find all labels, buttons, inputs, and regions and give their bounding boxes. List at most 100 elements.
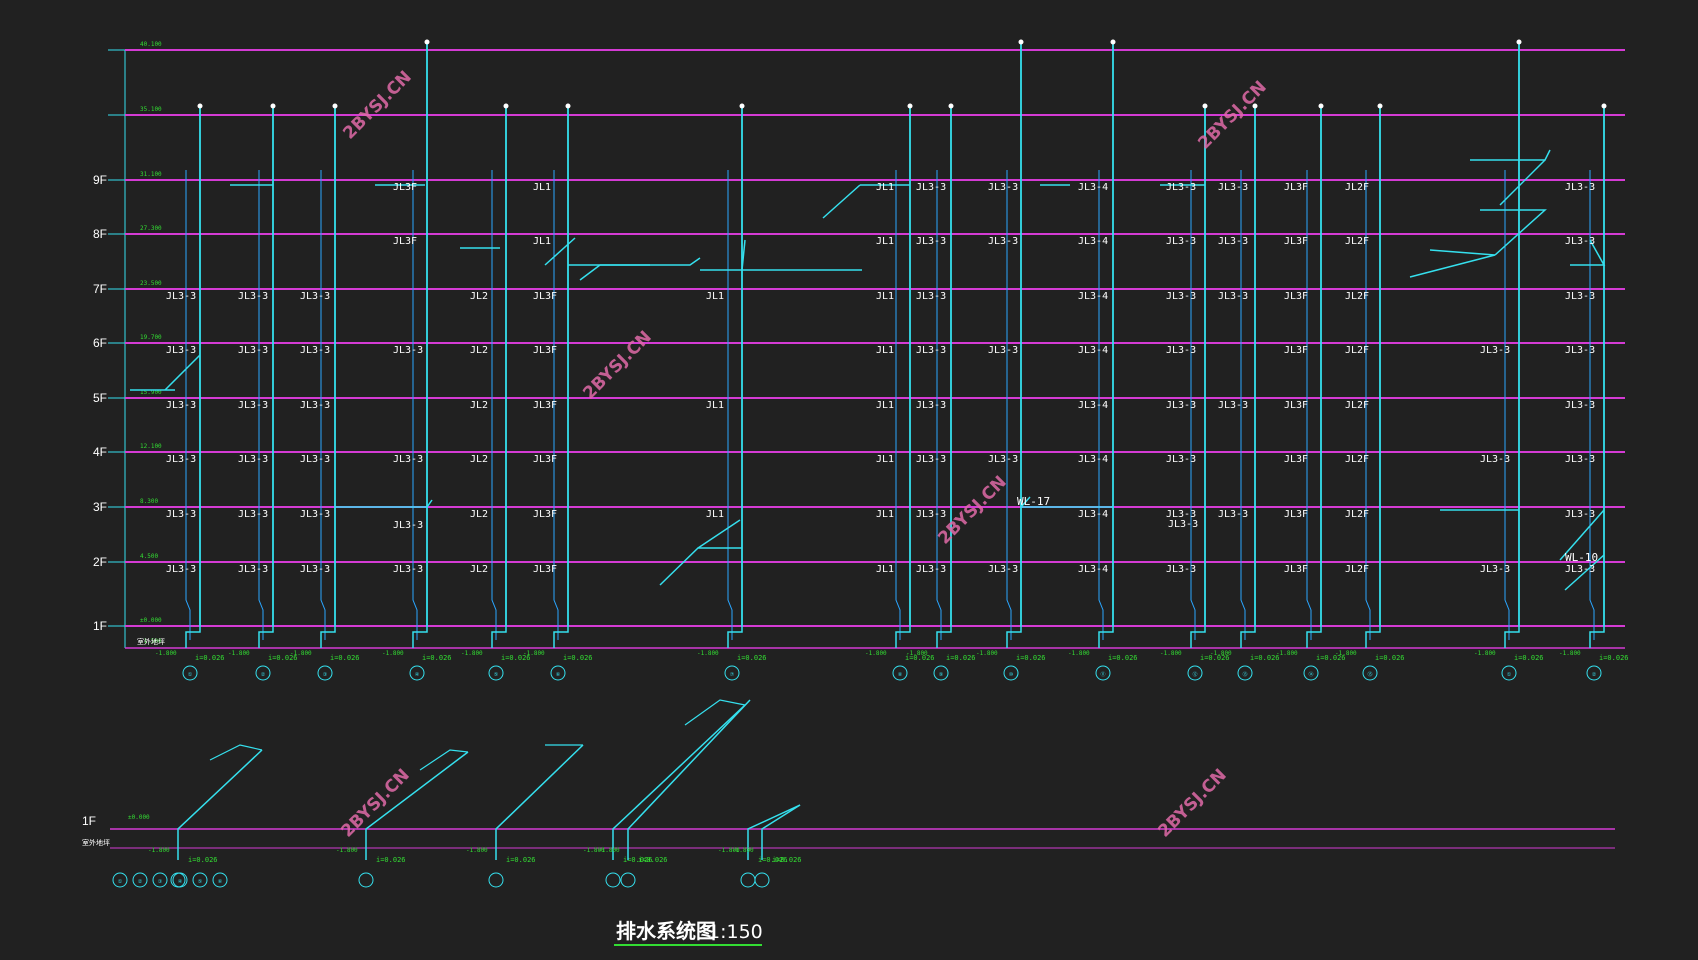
grid-marker-label: ⑭ bbox=[1308, 671, 1313, 678]
grid-marker-label: ② bbox=[261, 672, 266, 678]
riser-tag: JL3-3 bbox=[988, 564, 1018, 575]
riser-tag: JL1 bbox=[876, 454, 894, 465]
lower-floor-label: 1F bbox=[82, 814, 96, 828]
riser-tag: JL3-3 bbox=[1166, 509, 1196, 520]
riser-tag: JL1 bbox=[533, 182, 551, 193]
floor-elevation: 4.500 bbox=[140, 553, 158, 560]
riser-tag: JL3-3 bbox=[1565, 182, 1595, 193]
riser-tag: JL3-3 bbox=[988, 345, 1018, 356]
grid-marker bbox=[1362, 665, 1378, 681]
riser-tag: JL1 bbox=[876, 564, 894, 575]
riser-tag: JL3F bbox=[1284, 454, 1308, 465]
riser-tag: JL3F bbox=[1284, 345, 1308, 356]
detail-grid-marker bbox=[605, 872, 621, 888]
outlet-bend bbox=[491, 626, 507, 648]
vent-pipe bbox=[320, 170, 326, 640]
riser-tag: JL3-4 bbox=[1078, 291, 1108, 302]
floor-labels: 40.10035.10031.1009F27.3008F23.5007F19.7… bbox=[93, 41, 162, 645]
vent-pipe bbox=[258, 170, 264, 640]
floor-elevation: 35.100 bbox=[140, 106, 162, 113]
grid-marker bbox=[550, 665, 566, 681]
branch-pipe bbox=[1564, 554, 1605, 591]
riser-tag: JL3-4 bbox=[1078, 400, 1108, 411]
grid-marker-label: ① bbox=[188, 672, 193, 678]
floor-label: 2F bbox=[93, 555, 107, 569]
detail-grid-marker bbox=[112, 872, 128, 888]
riser-tag: JL1 bbox=[876, 236, 894, 247]
callout-jl3-3-right: JL3-3 bbox=[1168, 519, 1198, 530]
floor-elevation: ±0.000 bbox=[140, 617, 162, 624]
riser-pipes bbox=[185, 39, 1607, 640]
outlet-bend bbox=[1240, 626, 1256, 648]
riser-tag: JL3-3 bbox=[1166, 345, 1196, 356]
riser-tag: JL3-4 bbox=[1078, 182, 1108, 193]
riser-tag: JL3-3 bbox=[1166, 564, 1196, 575]
floor-label: 3F bbox=[93, 500, 107, 514]
detail-pipe bbox=[627, 699, 751, 860]
branch-pipe bbox=[579, 264, 650, 281]
lower-floor-elevation: ±0.000 bbox=[128, 814, 150, 821]
riser-tag: JL3-3 bbox=[300, 564, 330, 575]
detail-grid-marker bbox=[192, 872, 208, 888]
branch-pipe bbox=[1470, 149, 1551, 161]
outlet-bend bbox=[1504, 626, 1520, 648]
floor-elevation: 12.100 bbox=[140, 443, 162, 450]
outlet-slope: i=0.026 bbox=[563, 654, 593, 662]
riser-tag: JL3-3 bbox=[166, 564, 196, 575]
riser-tag: JL3F bbox=[533, 564, 557, 575]
riser-tag: JL3-3 bbox=[300, 454, 330, 465]
riser-tag: JL3F bbox=[393, 236, 417, 247]
outlet-slope: i=0.026 bbox=[737, 654, 767, 662]
floor-label: 7F bbox=[93, 282, 107, 296]
riser-tag: JL3-3 bbox=[916, 291, 946, 302]
riser-tag: JL3-3 bbox=[1565, 400, 1595, 411]
outlet-bend bbox=[1190, 626, 1206, 648]
riser-tag: JL3-3 bbox=[1166, 291, 1196, 302]
riser-tag: JL3-3 bbox=[166, 509, 196, 520]
floor-label: 5F bbox=[93, 391, 107, 405]
grid-marker-label: ⑪ bbox=[1100, 671, 1105, 678]
floor-label: 1F bbox=[93, 619, 107, 633]
outlet-bend bbox=[553, 626, 569, 648]
outlet-elevation: -1.800 bbox=[865, 650, 887, 657]
riser-tag: JL3-3 bbox=[300, 345, 330, 356]
riser-tag: JL3-3 bbox=[988, 182, 1018, 193]
grid-marker bbox=[724, 665, 740, 681]
vent-cap bbox=[1110, 39, 1116, 45]
floor-elevation: 27.300 bbox=[140, 225, 162, 232]
riser-tag: JL1 bbox=[876, 509, 894, 520]
vent-pipe bbox=[1190, 170, 1196, 640]
riser-tag: JL1 bbox=[533, 236, 551, 247]
grid-marker-label: ② bbox=[1592, 672, 1597, 678]
riser-tag: JL3-3 bbox=[393, 345, 423, 356]
detail-pipe bbox=[419, 749, 469, 771]
riser-tag: JL3-3 bbox=[1565, 291, 1595, 302]
detail-grid-marker bbox=[172, 872, 188, 888]
branch-pipe bbox=[544, 237, 576, 266]
watermark: 2BYSJ.CN bbox=[579, 327, 655, 403]
riser-tag: JL3-3 bbox=[916, 454, 946, 465]
detail-pipe bbox=[761, 804, 801, 860]
riser-tag: JL1 bbox=[706, 291, 724, 302]
riser-tag: JL3-3 bbox=[916, 236, 946, 247]
grid-marker bbox=[1303, 665, 1319, 681]
outlet-bend bbox=[727, 626, 743, 648]
vent-pipe bbox=[1365, 170, 1371, 640]
floor-label: 9F bbox=[93, 173, 107, 187]
detail-slope: i=0.026 bbox=[376, 856, 406, 864]
grid-marker bbox=[1187, 665, 1203, 681]
vent-pipe bbox=[491, 170, 497, 640]
vent-cap bbox=[424, 39, 430, 45]
detail-slope: i=0.026 bbox=[772, 856, 802, 864]
riser-tag: JL3F bbox=[533, 345, 557, 356]
branch-pipe bbox=[822, 184, 861, 219]
detail-elevation: -1.800 bbox=[732, 847, 754, 854]
vent-pipe bbox=[412, 170, 418, 640]
outlet-bend bbox=[258, 626, 274, 648]
floor-label: 6F bbox=[93, 336, 107, 350]
vent-cap bbox=[1318, 103, 1324, 109]
outlet-elevation: -1.800 bbox=[1068, 650, 1090, 657]
branch-pipe bbox=[164, 354, 201, 391]
riser-tag: JL3-3 bbox=[238, 400, 268, 411]
vent-cap bbox=[1516, 39, 1522, 45]
